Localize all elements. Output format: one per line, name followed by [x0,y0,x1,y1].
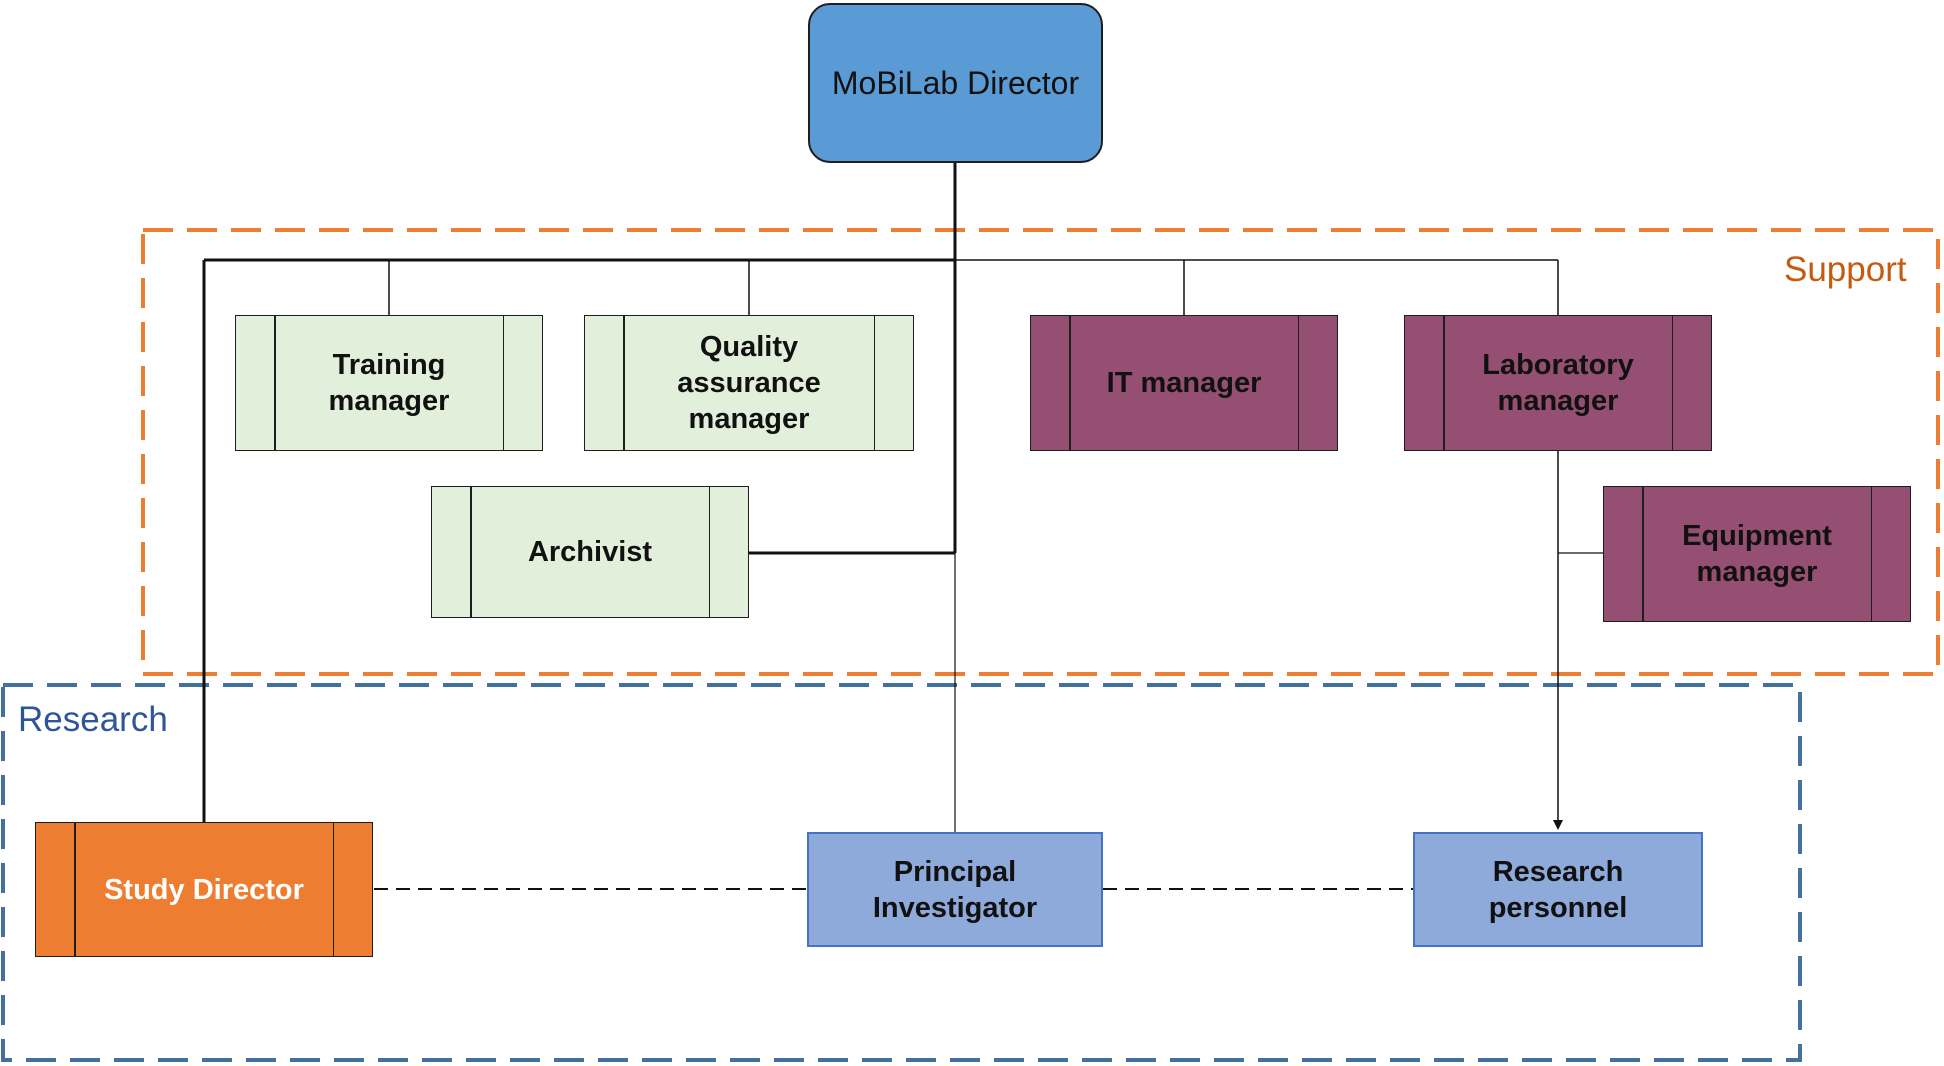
mobilab-director-box: MoBiLab Director [808,3,1103,163]
archivist-box: Archivist [431,486,749,618]
support-group-border [141,228,1940,676]
support-group-label: Support [1784,250,1907,289]
equipment-manager-label: Equipment manager [1682,520,1832,588]
principal-investigator-label: Principal Investigator [872,855,1038,924]
archivist-label: Archivist [527,536,653,568]
mobilab-director-label: MoBiLab Director [831,64,1080,101]
research-personnel-label: Research personnel [1488,855,1628,924]
laboratory-manager-box: Laboratory manager [1404,315,1712,451]
training-manager-label: Training manager [328,349,450,417]
laboratory-manager-label: Laboratory manager [1482,349,1634,417]
study-director-label: Study Director [104,873,304,906]
it-manager-box: IT manager [1030,315,1338,451]
research-personnel-box: Research personnel [1413,832,1703,947]
quality-assurance-manager-box: Quality assurance manager [584,315,914,451]
study-director-box: Study Director [35,822,373,957]
research-group-label: Research [18,700,168,739]
research-group-border [1,683,1802,1062]
principal-investigator-box: Principal Investigator [807,832,1103,947]
equipment-manager-box: Equipment manager [1603,486,1911,622]
training-manager-box: Training manager [235,315,543,451]
quality-assurance-manager-label: Quality assurance manager [677,331,821,435]
it-manager-label: IT manager [1106,367,1262,399]
